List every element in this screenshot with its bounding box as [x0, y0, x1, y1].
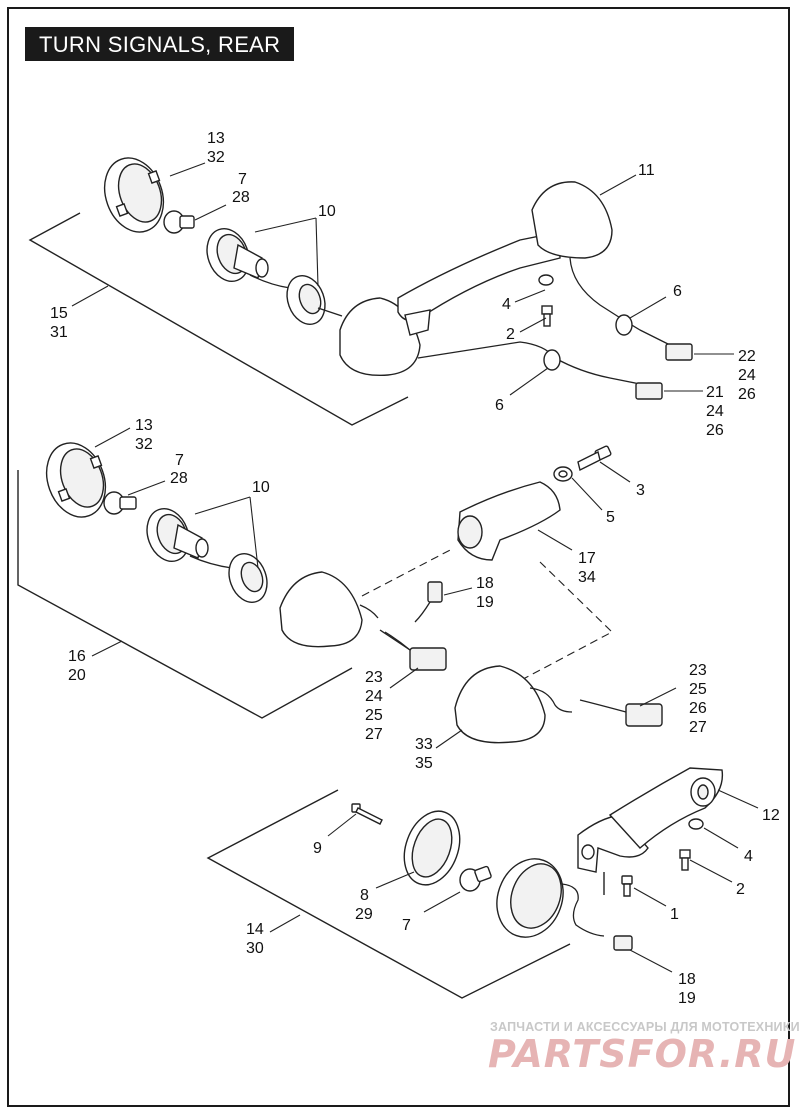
lens-ring-part[interactable]: [95, 150, 174, 241]
grommet-part[interactable]: [223, 548, 274, 607]
callout-19: 19: [476, 594, 494, 611]
mounting-adapter-part[interactable]: [457, 481, 561, 561]
callout-35: 35: [415, 755, 433, 772]
group-lower-assembly: [206, 767, 759, 999]
callout-24: 24: [706, 403, 724, 420]
callout-4: 4: [744, 848, 753, 865]
group-bracket-14: [206, 789, 571, 999]
group-middle-assembly: [17, 427, 677, 749]
callout-6: 6: [673, 283, 682, 300]
callout-28: 28: [170, 470, 188, 487]
page-title: TURN SIGNALS, REAR: [25, 27, 295, 61]
watermark-tagline: ЗАПЧАСТИ И АКСЕССУАРЫ ДЛЯ МОТОТЕХНИКИ: [490, 1020, 800, 1034]
screw-part[interactable]: [577, 445, 612, 472]
callout-20: 20: [68, 667, 86, 684]
connector-part[interactable]: [635, 382, 663, 400]
callout-14: 14: [246, 921, 264, 938]
callout-31: 31: [50, 324, 68, 341]
callout-10: 10: [252, 479, 270, 496]
callout-15: 15: [50, 305, 68, 322]
callout-12: 12: [762, 807, 780, 824]
callout-6: 6: [495, 397, 504, 414]
socket-part[interactable]: [140, 503, 233, 569]
callout-26: 26: [706, 422, 724, 439]
callout-28: 28: [232, 189, 250, 206]
grommet-part[interactable]: [281, 270, 343, 329]
wire-grommet-part[interactable]: [543, 349, 561, 371]
screw-part[interactable]: [621, 875, 633, 897]
callout-23: 23: [689, 662, 707, 679]
bolt-part[interactable]: [541, 305, 553, 327]
callout-30: 30: [246, 940, 264, 957]
callout-11: 11: [638, 162, 655, 179]
callout-34: 34: [578, 569, 596, 586]
wire-grommet-part[interactable]: [615, 314, 633, 336]
washer-part[interactable]: [553, 466, 573, 482]
callout-2: 2: [506, 326, 515, 343]
lamp-housing-part[interactable]: [279, 571, 411, 651]
lens-ring-part[interactable]: [395, 803, 470, 892]
callout-26: 26: [738, 386, 756, 403]
callout-19: 19: [678, 990, 696, 1007]
callout-2: 2: [736, 881, 745, 898]
callout-13: 13: [135, 417, 153, 434]
bolt-part[interactable]: [351, 803, 383, 825]
bolt-part[interactable]: [679, 849, 691, 871]
page-frame: [7, 7, 790, 1107]
callout-33: 33: [415, 736, 433, 753]
callout-7: 7: [402, 917, 411, 934]
watermark-logo: PARTSFOR.RU: [488, 1032, 797, 1076]
callout-18: 18: [476, 575, 494, 592]
callout-26: 26: [689, 700, 707, 717]
connector-part[interactable]: [414, 581, 443, 623]
callout-21: 21: [706, 384, 724, 401]
callout-17: 17: [578, 550, 596, 567]
callout-18: 18: [678, 971, 696, 988]
callout-24: 24: [365, 688, 383, 705]
callout-25: 25: [365, 707, 383, 724]
callout-4: 4: [502, 296, 511, 313]
lamp-housing-part[interactable]: [454, 665, 663, 744]
callout-32: 32: [207, 149, 225, 166]
socket-part[interactable]: [200, 223, 291, 289]
connector-part[interactable]: [384, 631, 447, 671]
callout-8: 8: [360, 887, 369, 904]
callout-7: 7: [175, 452, 184, 469]
callout-13: 13: [207, 130, 225, 147]
turn-signal-bracket-11[interactable]: [397, 181, 671, 346]
washer-part[interactable]: [688, 818, 704, 830]
connector-part[interactable]: [613, 935, 633, 951]
callout-9: 9: [313, 840, 322, 857]
lamp-housing-part[interactable]: [486, 849, 605, 946]
callout-27: 27: [365, 726, 383, 743]
callout-29: 29: [355, 906, 373, 923]
lens-ring-part[interactable]: [37, 435, 116, 526]
callout-25: 25: [689, 681, 707, 698]
group-upper-assembly: [28, 150, 734, 426]
group-bracket-15: [28, 212, 409, 426]
callout-10: 10: [318, 203, 336, 220]
callout-23: 23: [365, 669, 383, 686]
callout-32: 32: [135, 436, 153, 453]
callout-24: 24: [738, 367, 756, 384]
callout-5: 5: [606, 509, 615, 526]
callout-7: 7: [238, 171, 247, 188]
washer-part[interactable]: [538, 274, 554, 286]
group-bracket-16: [17, 470, 353, 719]
callout-1: 1: [670, 906, 679, 923]
turn-signal-bracket-12[interactable]: [577, 767, 724, 895]
bulb-part[interactable]: [103, 491, 137, 515]
callout-3: 3: [636, 482, 645, 499]
lamp-housing-front[interactable]: [339, 297, 641, 385]
bulb-part[interactable]: [459, 865, 492, 892]
connector-part[interactable]: [665, 343, 693, 361]
callout-16: 16: [68, 648, 86, 665]
bulb-part[interactable]: [163, 210, 195, 234]
callout-27: 27: [689, 719, 707, 736]
callout-22: 22: [738, 348, 756, 365]
